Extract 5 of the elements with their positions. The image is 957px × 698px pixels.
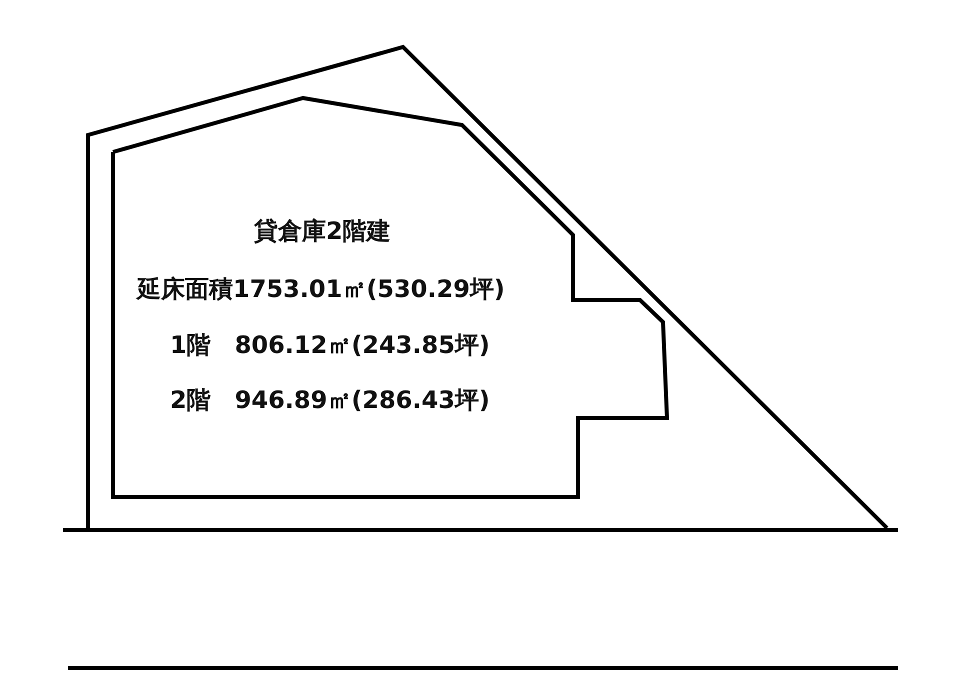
building-outline: [111, 96, 670, 500]
floor-area-text: 1階 806.12㎡(243.85坪): [170, 330, 490, 360]
building-title: 貸倉庫2階建: [254, 216, 391, 246]
floor-area-text: 延床面積1753.01㎡(530.29坪): [137, 274, 505, 304]
floor-area-text: 2階 946.89㎡(286.43坪): [170, 385, 490, 415]
